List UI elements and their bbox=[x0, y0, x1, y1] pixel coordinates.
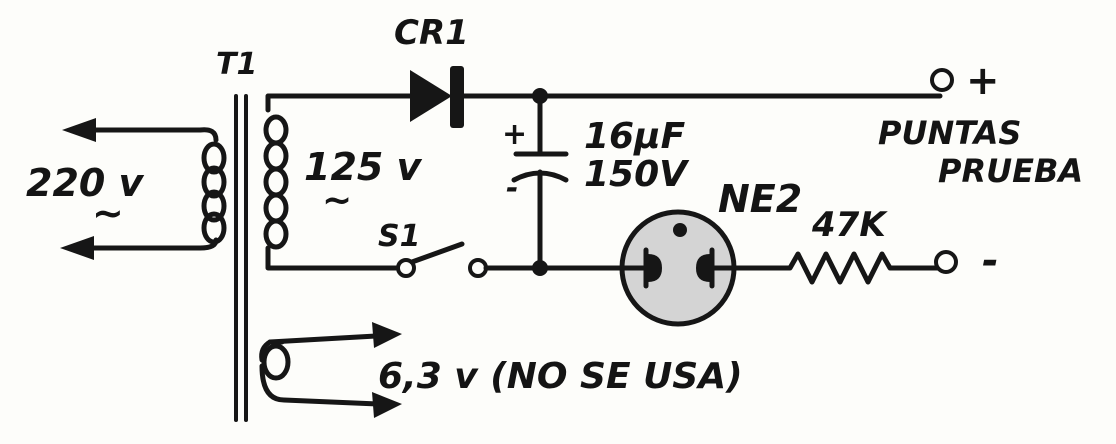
cr1-label: CR1 bbox=[394, 13, 469, 53]
primary-winding bbox=[197, 127, 227, 251]
cap-voltage-label: 150V bbox=[584, 154, 690, 195]
neon-lamp-ne2 bbox=[619, 209, 737, 327]
capacitor bbox=[511, 93, 569, 271]
junction-bottom bbox=[532, 260, 548, 276]
probes-line1-label: PUNTAS bbox=[878, 114, 1021, 152]
capacitance-label: 16μF bbox=[584, 116, 686, 157]
switch-label: S1 bbox=[378, 219, 420, 254]
aux-winding bbox=[259, 322, 402, 418]
switch-s1 bbox=[396, 241, 631, 278]
neon-lamp-label: NE2 bbox=[718, 177, 802, 221]
capacitor-minus-label: - bbox=[506, 171, 518, 206]
transformer-core bbox=[234, 94, 248, 422]
junction-top bbox=[532, 88, 548, 104]
resistor-47k bbox=[731, 251, 941, 285]
secondary-voltage-label: 125 v bbox=[304, 145, 423, 189]
resistor-label: 47K bbox=[811, 205, 888, 245]
terminal-minus-label: - bbox=[982, 238, 999, 284]
terminal-plus-label: + bbox=[966, 58, 1000, 104]
terminal-plus[interactable] bbox=[930, 68, 954, 92]
aux-winding-label: 6,3 v (NO SE USA) bbox=[378, 356, 743, 397]
secondary-winding bbox=[263, 93, 413, 271]
primary-ac-symbol: ~ bbox=[92, 191, 124, 235]
primary-voltage-label: 220 v bbox=[26, 161, 145, 205]
capacitor-plus-label: + bbox=[502, 117, 527, 152]
probes-line2-label: PRUEBA bbox=[938, 152, 1083, 190]
terminal-minus[interactable] bbox=[934, 250, 958, 274]
t1-label: T1 bbox=[216, 47, 257, 82]
primary-input-arrows bbox=[60, 118, 203, 260]
secondary-ac-symbol: ~ bbox=[322, 180, 352, 221]
